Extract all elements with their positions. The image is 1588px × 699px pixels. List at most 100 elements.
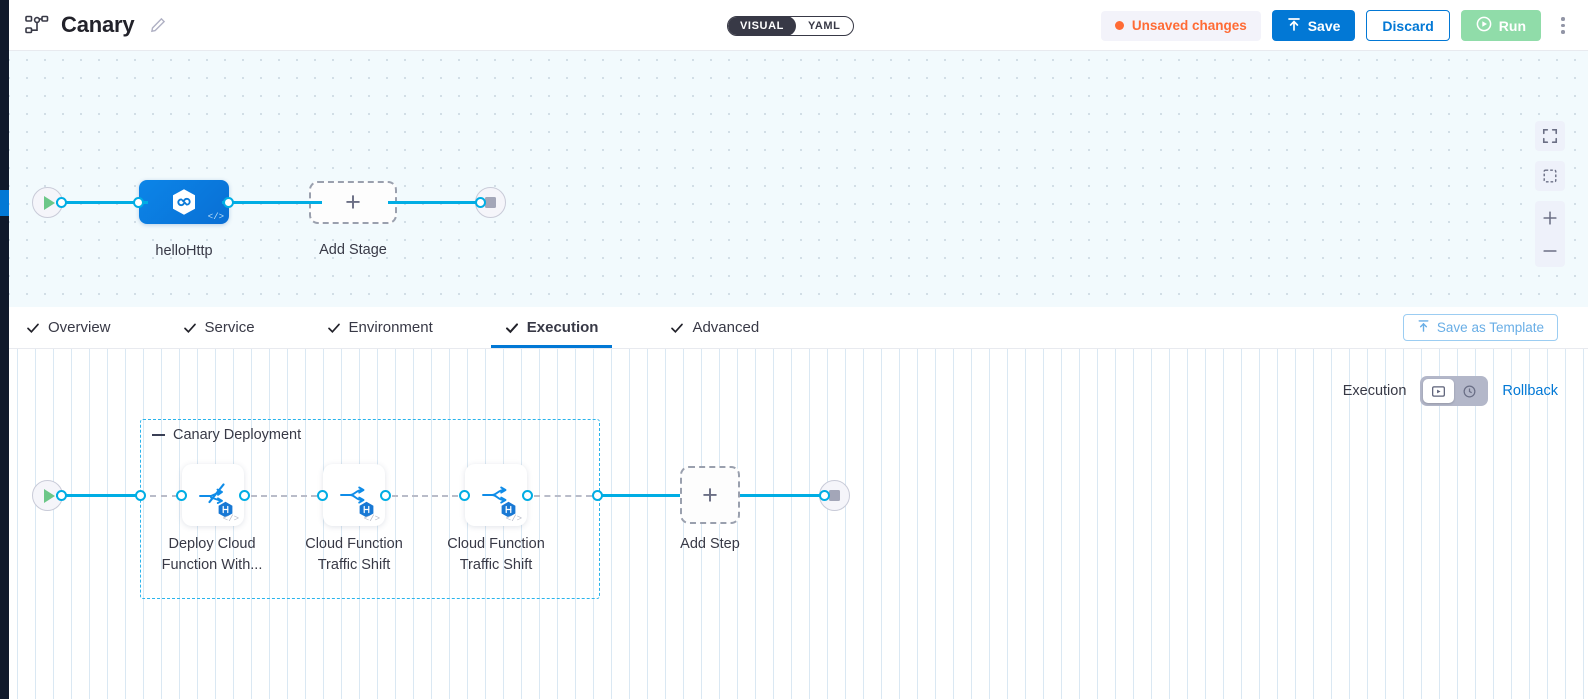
port-group-in[interactable] [135,490,146,501]
port-stage-out[interactable] [223,197,234,208]
traffic-shift-icon [479,480,513,510]
section-tabbar: Overview Service Environment Execution [0,307,1588,349]
add-step-button[interactable]: + [680,466,740,524]
run-button[interactable]: Run [1460,10,1541,41]
add-stage-button[interactable]: + [309,181,397,224]
header-actions: Unsaved changes Save Discard [1100,0,1574,51]
step-node-deploy-cloud-function[interactable]: </> [182,464,244,526]
unsaved-dot-icon [1114,21,1124,30]
more-vertical-icon[interactable] [1552,11,1574,41]
port-exec-end-in[interactable] [819,490,830,501]
plus-icon: + [345,187,361,217]
edge-start-to-stage [56,201,148,204]
harness-hex-icon [358,501,375,518]
add-step-label: Add Step [680,536,740,552]
tab-label: Execution [526,319,599,336]
tab-advanced[interactable]: Advanced [670,307,781,348]
step-code-badge: </> [363,514,380,524]
stage-canvas[interactable]: </> helloHttp + Add Stage [0,51,1588,307]
tab-execution[interactable]: Execution [490,307,621,348]
zoom-controls [1535,201,1565,267]
stop-icon [829,490,840,501]
edge-start-to-group [56,494,144,497]
execution-rollback-toggle[interactable] [1420,376,1489,406]
add-stage-label: Add Stage [319,242,387,258]
execution-view-icon[interactable] [1423,379,1455,403]
port-step2-out[interactable] [380,490,391,501]
collapse-dash-icon[interactable] [152,433,165,437]
toggle-option-yaml[interactable]: YAML [807,20,841,32]
port-exec-start-out[interactable] [56,490,67,501]
execution-view-bar: Execution Rollback [1343,376,1558,406]
port-start-out[interactable] [56,197,67,208]
harness-hex-icon [500,501,517,518]
execution-canvas[interactable]: Execution Rollback [0,349,1588,699]
step-code-badge: </> [505,514,522,524]
port-step3-out[interactable] [522,490,533,501]
step-label-traffic-shift-1: Cloud Function Traffic Shift [305,536,403,573]
cloud-function-hex-icon [171,188,197,216]
edge-group-to-step1 [150,495,178,497]
visual-yaml-toggle[interactable]: VISUAL YAML [727,16,854,36]
pencil-icon[interactable] [150,17,166,33]
check-icon [327,321,341,335]
edge-group-to-addstep [600,494,680,497]
step-node-traffic-shift-2[interactable]: </> [465,464,527,526]
unsaved-changes-badge: Unsaved changes [1100,10,1261,41]
port-stage-in[interactable] [133,197,144,208]
step-group-canary-deployment[interactable] [140,419,600,599]
tab-label: Advanced [692,319,760,336]
step-code-badge: </> [222,514,239,524]
tab-label: Environment [348,319,433,336]
rollback-link[interactable]: Rollback [1502,383,1558,399]
tab-environment[interactable]: Environment [327,307,455,348]
edge-addstep-to-end [740,494,825,497]
play-icon [43,488,55,503]
fit-to-screen-icon[interactable] [1535,161,1565,191]
tab-service[interactable]: Service [183,307,277,348]
discard-button[interactable]: Discard [1366,10,1450,41]
port-step1-out[interactable] [239,490,250,501]
header-left-group: Canary [0,12,166,38]
port-step1-in[interactable] [176,490,187,501]
step-label-traffic-shift-2: Cloud Function Traffic Shift [447,536,545,573]
save-button[interactable]: Save [1271,10,1356,41]
tab-overview[interactable]: Overview [26,307,133,348]
harness-hex-icon [217,501,234,518]
port-step3-in[interactable] [459,490,470,501]
stage-code-badge: </> [207,212,224,222]
toggle-option-visual[interactable]: VISUAL [728,17,796,35]
step-node-traffic-shift-1[interactable]: </> [323,464,385,526]
port-group-out[interactable] [592,490,603,501]
check-icon [183,321,197,335]
left-nav-rail [0,0,9,699]
traffic-shift-icon [337,480,371,510]
edge-step1-to-step2 [251,495,317,497]
save-upload-icon [1287,17,1301,35]
left-rail-active-indicator [0,190,9,216]
edge-step2-to-step3 [392,495,458,497]
port-end-in[interactable] [475,197,486,208]
zoom-in-icon[interactable] [1535,201,1565,234]
run-button-label: Run [1498,17,1526,34]
save-as-template-label: Save as Template [1436,320,1544,335]
zoom-out-icon[interactable] [1535,234,1565,267]
deploy-cloud-function-icon [196,480,230,510]
stage-node-helloHttp[interactable]: </> [139,180,229,224]
save-as-template-button[interactable]: Save as Template [1402,314,1558,341]
port-step2-in[interactable] [317,490,328,501]
tab-label: Overview [48,319,111,336]
check-icon [505,321,519,335]
tab-label: Service [204,319,255,336]
edge-step3-to-group-out [534,495,592,497]
pipeline-nodes-icon [25,15,49,35]
step-group-header[interactable]: Canary Deployment [152,427,301,443]
check-icon [670,321,684,335]
step-group-label: Canary Deployment [173,427,302,443]
fullscreen-icon[interactable] [1535,121,1565,151]
edge-stage-to-addstage [222,201,322,204]
rollback-view-icon[interactable] [1454,379,1485,403]
edge-addstage-to-end [388,201,484,204]
plus-icon: + [702,479,718,510]
